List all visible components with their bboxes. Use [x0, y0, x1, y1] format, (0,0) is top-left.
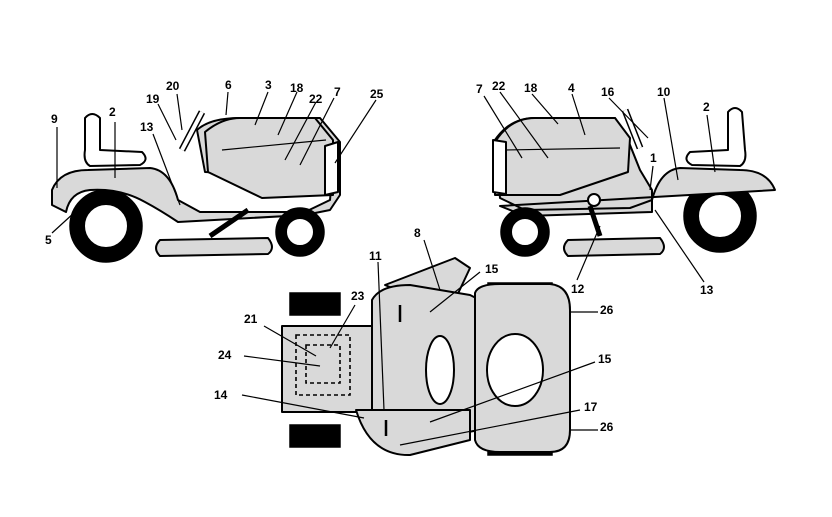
- callout-top-15: 15: [485, 262, 499, 276]
- callout-right-2: 2: [703, 100, 710, 114]
- callout-right-22: 22: [492, 79, 506, 93]
- callout-right-1: 1: [650, 151, 657, 165]
- seat-outline: [295, 334, 351, 396]
- callout-top-26-lower: 26: [600, 420, 614, 434]
- tractor-top-view: [281, 257, 571, 457]
- right-seat: [685, 107, 747, 167]
- callout-left-2: 2: [109, 105, 116, 119]
- callout-left-19: 19: [146, 92, 160, 106]
- callout-left-6: 6: [225, 78, 232, 92]
- callout-left-9: 9: [51, 112, 58, 126]
- callout-top-26-upper: 26: [600, 303, 614, 317]
- callout-left-7: 7: [334, 85, 341, 99]
- callout-right-4: 4: [568, 81, 575, 95]
- leader-lines: [51, 91, 716, 446]
- callout-left-18: 18: [290, 81, 304, 95]
- tractor-right-side-view: [492, 107, 776, 257]
- callout-top-17: 17: [584, 400, 598, 414]
- callout-top-11: 11: [369, 249, 382, 263]
- callout-top-24: 24: [218, 348, 232, 362]
- right-hood: [494, 117, 631, 196]
- callout-right-10: 10: [657, 85, 671, 99]
- hood-oval: [486, 333, 544, 407]
- callout-right-16: 16: [601, 85, 615, 99]
- callout-numbers: 9 2 20 19 13 6 3 18 22 7 25 5 7 22 18 4 …: [45, 78, 714, 434]
- callout-right-7: 7: [476, 82, 483, 96]
- callout-left-3: 3: [265, 78, 272, 92]
- callout-left-25: 25: [370, 87, 384, 101]
- left-mower-deck: [155, 237, 273, 257]
- top-rear-deck: [281, 325, 378, 413]
- left-hood: [204, 117, 334, 199]
- callout-top-14: 14: [214, 388, 228, 402]
- callout-left-20: 20: [166, 79, 180, 93]
- left-seat: [83, 113, 147, 167]
- callout-right-12: 12: [571, 282, 585, 296]
- callout-right-13: 13: [700, 283, 714, 297]
- tractor-left-side-view: [51, 110, 341, 263]
- right-mower-deck: [563, 237, 665, 257]
- steering-column: [425, 335, 455, 405]
- callout-top-15-lower: 15: [598, 352, 612, 366]
- callout-left-22: 22: [309, 92, 323, 106]
- callout-left-5: 5: [45, 233, 52, 247]
- callout-right-18: 18: [524, 81, 538, 95]
- callout-top-21: 21: [244, 312, 258, 326]
- top-rear-tire-lower: [289, 424, 341, 448]
- top-rear-tire-upper: [289, 292, 341, 316]
- callout-top-23: 23: [351, 289, 365, 303]
- callout-top-8: 8: [414, 226, 421, 240]
- callout-left-13: 13: [140, 120, 154, 134]
